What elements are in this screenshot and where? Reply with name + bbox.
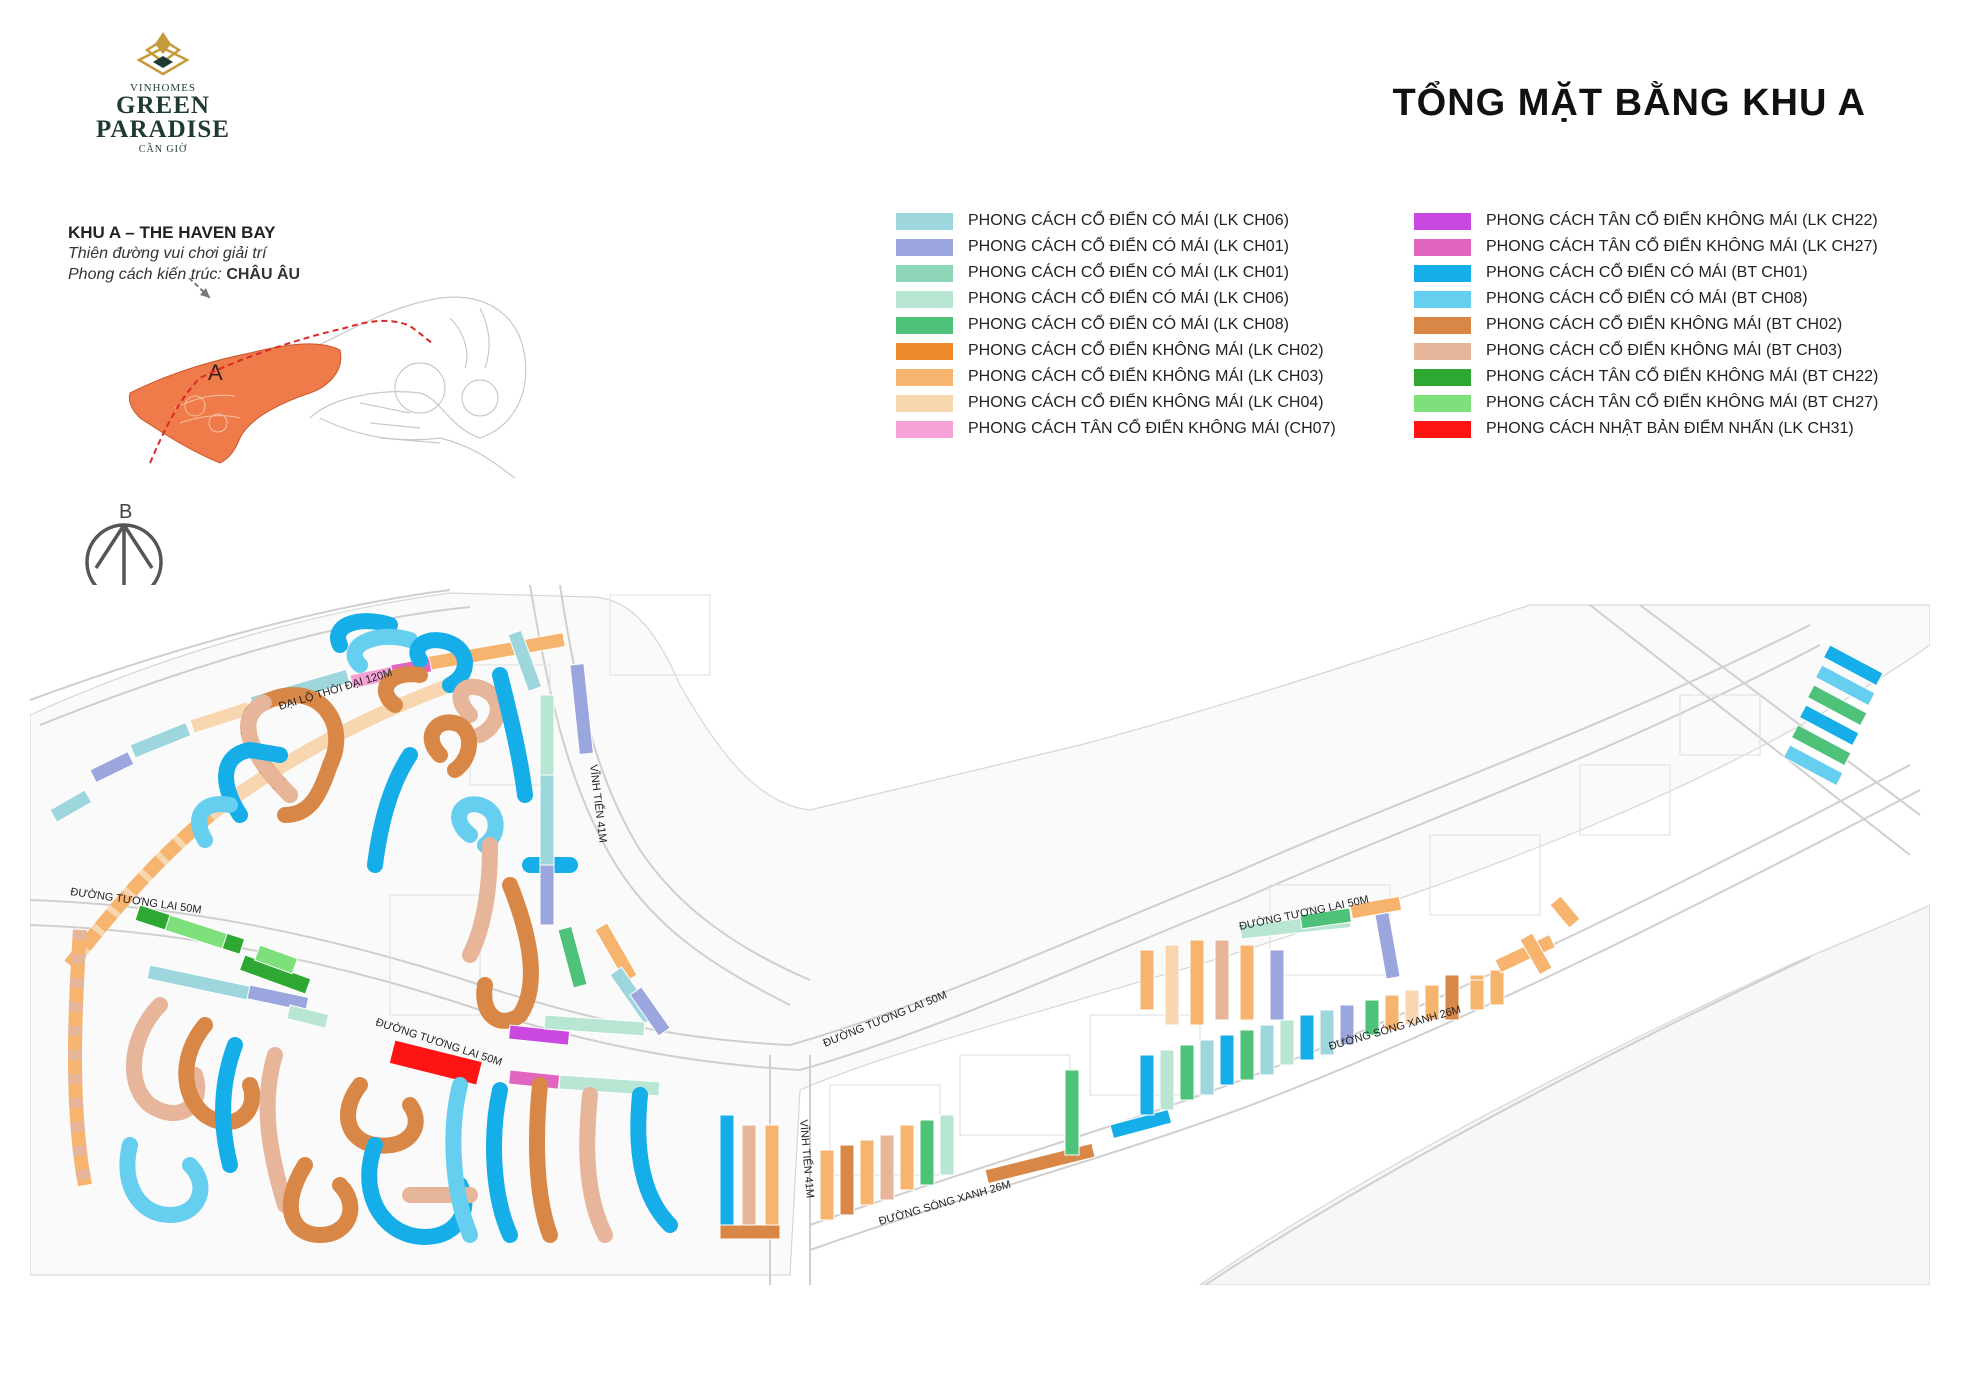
legend-label: PHONG CÁCH CỔ ĐIỂN KHÔNG MÁI (BT CH03): [1486, 342, 1843, 359]
legend-label: PHONG CÁCH CỔ ĐIỂN KHÔNG MÁI (BT CH02): [1486, 316, 1843, 333]
brand-logo: VINHOMES GREEN PARADISE CẦN GIỜ: [88, 30, 238, 155]
legend-swatch: [1414, 212, 1471, 230]
legend-item: PHONG CÁCH CỔ ĐIỂN CÓ MÁI (LK CH06): [896, 286, 1336, 312]
zone-a-shape: [128, 343, 342, 464]
legend-swatch: [1414, 238, 1471, 256]
legend-label: PHONG CÁCH CỔ ĐIỂN KHÔNG MÁI (LK CH04): [968, 394, 1324, 411]
block-vinh-tien-bottom: [719, 1114, 781, 1240]
legend-label: PHONG CÁCH CỔ ĐIỂN CÓ MÁI (LK CH08): [968, 316, 1289, 333]
brand-top-text: VINHOMES: [129, 82, 197, 94]
block-right-clusters: [1139, 969, 1505, 1116]
legend-swatch: [896, 212, 953, 230]
brand-main-text-1: GREEN: [116, 92, 210, 119]
legend-item: PHONG CÁCH CỔ ĐIỂN KHÔNG MÁI (LK CH02): [896, 338, 1336, 364]
riverbank-area: [1198, 904, 1930, 1285]
block-right-upper: [1139, 895, 1581, 1026]
legend-item: PHONG CÁCH CỔ ĐIỂN CÓ MÁI (LK CH01): [896, 234, 1336, 260]
master-plan-map: ĐẠI LỘ THỜI ĐẠI 120M ĐƯỜNG TƯƠNG LAI 50M…: [30, 585, 1930, 1285]
block-song-xanh-lower: [819, 1069, 1173, 1221]
legend-label: PHONG CÁCH CỔ ĐIỂN CÓ MÁI (BT CH08): [1486, 290, 1808, 307]
brand-main-text-2: PARADISE: [96, 116, 230, 143]
zone-title: KHU A – THE HAVEN BAY: [68, 223, 276, 242]
legend-item: PHONG CÁCH CỔ ĐIỂN CÓ MÁI (LK CH01): [896, 260, 1336, 286]
legend-right: PHONG CÁCH TÂN CỔ ĐIỂN KHÔNG MÁI (LK CH2…: [1414, 208, 1878, 442]
legend-swatch: [896, 290, 953, 308]
zone-a-inner-streets: [174, 394, 241, 433]
legend-swatch: [1414, 342, 1471, 360]
mini-map-background-outline: [289, 296, 527, 479]
legend-swatch: [1414, 316, 1471, 334]
legend-label: PHONG CÁCH TÂN CỔ ĐIỂN KHÔNG MÁI (CH07): [968, 420, 1336, 437]
legend-item: PHONG CÁCH TÂN CỔ ĐIỂN KHÔNG MÁI (BT CH2…: [1414, 364, 1878, 390]
legend-swatch: [896, 368, 953, 386]
legend-swatch: [896, 394, 953, 412]
legend-item: PHONG CÁCH TÂN CỔ ĐIỂN KHÔNG MÁI (LK CH2…: [1414, 208, 1878, 234]
legend-swatch: [1414, 420, 1471, 438]
legend-swatch: [1414, 394, 1471, 412]
zone-info: KHU A – THE HAVEN BAY Thiên đường vui ch…: [68, 223, 328, 285]
legend-label: PHONG CÁCH CỔ ĐIỂN CÓ MÁI (LK CH06): [968, 290, 1289, 307]
block-vinh-tien-column: [507, 629, 671, 1037]
legend-item: PHONG CÁCH TÂN CỔ ĐIỂN KHÔNG MÁI (CH07): [896, 416, 1336, 442]
villa-loops: [191, 613, 578, 1029]
page-title: TỔNG MẶT BẰNG KHU A: [1392, 82, 1866, 124]
legend-label: PHONG CÁCH CỔ ĐIỂN CÓ MÁI (LK CH06): [968, 212, 1289, 229]
legend-item: PHONG CÁCH TÂN CỔ ĐIỂN KHÔNG MÁI (LK CH2…: [1414, 234, 1878, 260]
villa-loops-lower: [119, 997, 678, 1245]
legend-label: PHONG CÁCH TÂN CỔ ĐIỂN KHÔNG MÁI (BT CH2…: [1486, 394, 1879, 411]
legend-item: PHONG CÁCH CỔ ĐIỂN CÓ MÁI (BT CH08): [1414, 286, 1878, 312]
legend-swatch: [896, 238, 953, 256]
legend-item: PHONG CÁCH CỔ ĐIỂN CÓ MÁI (LK CH06): [896, 208, 1336, 234]
legend-item: PHONG CÁCH CỔ ĐIỂN KHÔNG MÁI (LK CH04): [896, 390, 1336, 416]
legend-label: PHONG CÁCH TÂN CỔ ĐIỂN KHÔNG MÁI (LK CH2…: [1486, 238, 1878, 255]
legend-label: PHONG CÁCH TÂN CỔ ĐIỂN KHÔNG MÁI (LK CH2…: [1486, 212, 1878, 229]
pointer-arrow: [187, 278, 211, 299]
legend-label: PHONG CÁCH CỔ ĐIỂN CÓ MÁI (LK CH01): [968, 238, 1289, 255]
legend-item: PHONG CÁCH CỔ ĐIỂN KHÔNG MÁI (BT CH02): [1414, 312, 1878, 338]
riverbank-line: [1204, 956, 1811, 1285]
block-far-right: [1782, 644, 1884, 787]
legend-swatch: [896, 316, 953, 334]
legend-swatch: [1414, 264, 1471, 282]
lotus-emblem-icon: [136, 32, 190, 76]
legend-item: PHONG CÁCH CỔ ĐIỂN CÓ MÁI (BT CH01): [1414, 260, 1878, 286]
zone-style-value: CHÂU ÂU: [226, 266, 301, 283]
legend-swatch: [896, 420, 953, 438]
brand-sub-text: CẦN GIỜ: [138, 144, 188, 155]
legend-item: PHONG CÁCH NHẬT BẢN ĐIỂM NHẤN (LK CH31): [1414, 416, 1878, 442]
legend-item: PHONG CÁCH CỔ ĐIỂN KHÔNG MÁI (BT CH03): [1414, 338, 1878, 364]
legend-item: PHONG CÁCH TÂN CỔ ĐIỂN KHÔNG MÁI (BT CH2…: [1414, 390, 1878, 416]
zone-style: Phong cách kiến trúc: CHÂU ÂU: [68, 264, 328, 285]
legend-label: PHONG CÁCH CỔ ĐIỂN KHÔNG MÁI (LK CH03): [968, 368, 1324, 385]
legend-swatch: [1414, 368, 1471, 386]
legend-label: PHONG CÁCH NHẬT BẢN ĐIỂM NHẤN (LK CH31): [1486, 420, 1854, 437]
legend-label: PHONG CÁCH CỔ ĐIỂN CÓ MÁI (LK CH01): [968, 264, 1289, 281]
compass-label: B: [119, 501, 132, 523]
zone-style-prefix: Phong cách kiến trúc:: [68, 266, 227, 283]
legend-item: PHONG CÁCH CỔ ĐIỂN KHÔNG MÁI (LK CH03): [896, 364, 1336, 390]
zone-boundary-dashed: [149, 319, 433, 464]
legend-label: PHONG CÁCH CỔ ĐIỂN CÓ MÁI (BT CH01): [1486, 264, 1808, 281]
legend-swatch: [896, 342, 953, 360]
roads: [30, 585, 1921, 1285]
legend-swatch: [896, 264, 953, 282]
legend-item: PHONG CÁCH CỔ ĐIỂN CÓ MÁI (LK CH08): [896, 312, 1336, 338]
location-mini-map: A: [128, 278, 527, 479]
legend-swatch: [1414, 290, 1471, 308]
legend-left: PHONG CÁCH CỔ ĐIỂN CÓ MÁI (LK CH06) PHONG…: [896, 208, 1336, 442]
legend-label: PHONG CÁCH TÂN CỔ ĐIỂN KHÔNG MÁI (BT CH2…: [1486, 368, 1879, 385]
block-green-left: [134, 904, 312, 995]
zone-tagline: Thiên đường vui chơi giải trí: [68, 245, 267, 262]
zone-a-label: A: [208, 360, 223, 385]
legend-label: PHONG CÁCH CỔ ĐIỂN KHÔNG MÁI (LK CH02): [968, 342, 1324, 359]
